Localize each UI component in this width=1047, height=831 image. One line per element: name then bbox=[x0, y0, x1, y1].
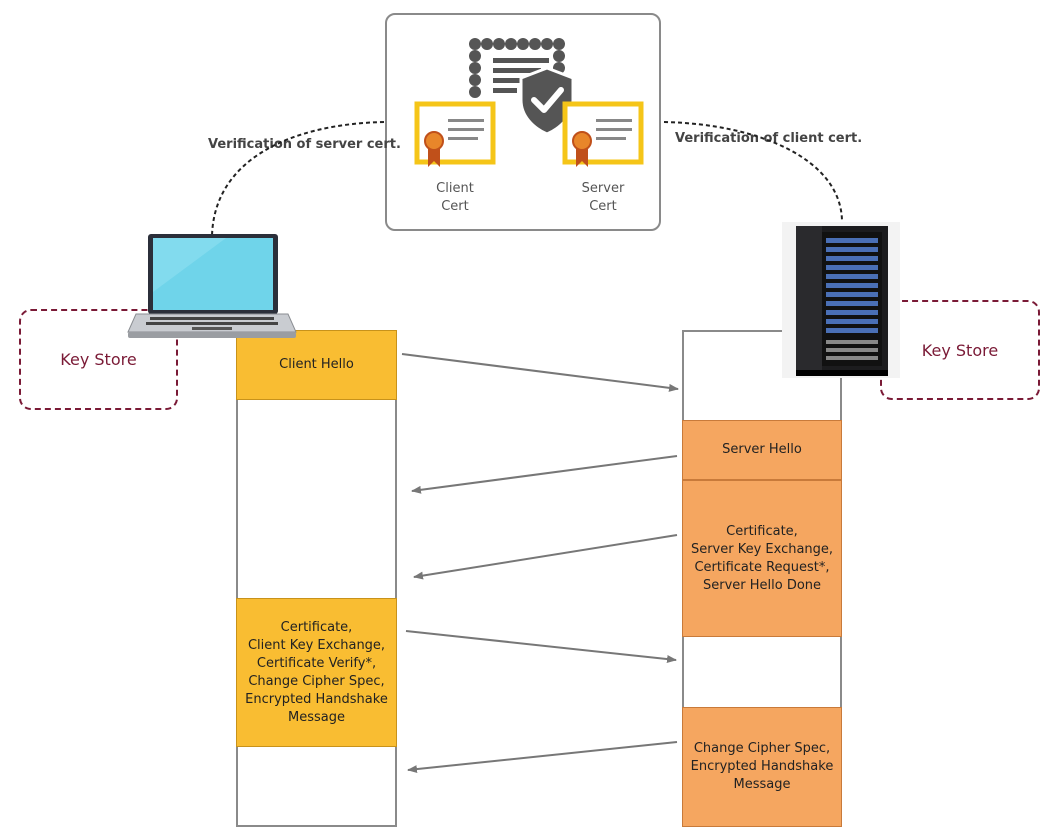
verification-server-connector bbox=[211, 121, 385, 237]
verification-server-label: Verification of server cert. bbox=[208, 137, 401, 152]
client-certificate-message: Certificate, Client Key Exchange, Certif… bbox=[236, 598, 397, 747]
client-cert-icon bbox=[414, 101, 496, 167]
verification-client-label: Verification of client cert. bbox=[675, 131, 863, 146]
arrow-server-certificate bbox=[413, 534, 678, 580]
client-key-store: Key Store bbox=[19, 309, 178, 410]
arrow-server-hello bbox=[411, 455, 678, 494]
server-hello-message: Server Hello bbox=[682, 420, 842, 480]
certificate-store-icon bbox=[469, 38, 575, 136]
arrow-client-certificate bbox=[405, 630, 677, 664]
arrow-client-hello bbox=[401, 353, 679, 392]
verification-client-connector bbox=[663, 121, 843, 223]
arrow-change-cipher bbox=[407, 741, 678, 774]
server-key-store-label: Key Store bbox=[921, 340, 999, 360]
client-cert-label: Client Cert bbox=[436, 181, 474, 214]
server-cert-label: Server Cert bbox=[581, 181, 625, 214]
client-key-store-label: Key Store bbox=[60, 350, 137, 369]
server-change-cipher-message: Change Cipher Spec, Encrypted Handshake … bbox=[682, 707, 842, 827]
server-rack-icon bbox=[782, 222, 900, 378]
server-certificate-message: Certificate, Server Key Exchange, Certif… bbox=[682, 480, 842, 637]
client-hello-message: Client Hello bbox=[236, 330, 397, 400]
laptop-icon bbox=[127, 234, 297, 338]
server-cert-icon bbox=[562, 101, 644, 167]
